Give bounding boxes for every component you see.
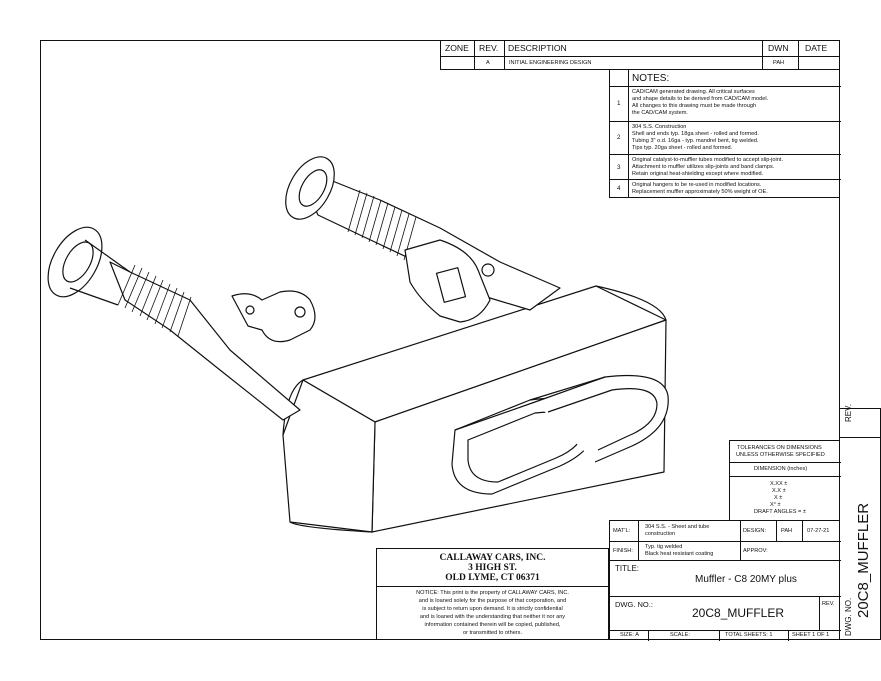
notice-line: information contained therein will be co… [424,622,561,628]
approv-label: APPROV: [743,548,768,554]
title-block: MAT'L: 304 S.S. - Sheet and tube constru… [609,520,841,641]
scale-label: SCALE: [670,632,690,638]
rev-row-description: INITIAL ENGINEERING DESIGN [509,60,592,66]
note-line: 304 S.S. Construction [632,124,687,130]
company-block: CALLAWAY CARS, INC. 3 HIGH ST. OLD LYME,… [376,548,609,640]
tolerance-dimension: DIMENSION (inches) [754,466,808,472]
rev-row-dwn: PAH [773,60,785,66]
notes-block: NOTES: 1 CAD/CAM generated drawing. All … [609,70,841,198]
rev-header-date: DATE [805,43,828,53]
note-line: Replacement muffler approximately 50% we… [632,189,768,195]
sheet-number: SHEET 1 OF 1 [792,632,830,638]
note-number: 1 [617,100,621,107]
revision-block: ZONE REV. DESCRIPTION DWN DATE A INITIAL… [440,40,840,70]
note-line: CAD/CAM generated drawing. All critical … [632,89,755,95]
rev-header-rev: REV. [479,43,499,53]
tolerance-title: TOLERANCES ON DIMENSIONS [737,445,822,451]
right-pipe-assembly [285,156,561,323]
note-number: 2 [617,134,621,141]
design-label: DESIGN: [743,528,767,534]
dwg-no-value: 20C8_MUFFLER [692,606,785,620]
size-label: SIZE: A [620,632,639,638]
note-number: 3 [617,164,621,171]
matl-label: MAT'L: [613,528,631,534]
tolerances-block: TOLERANCES ON DIMENSIONS UNLESS OTHERWIS… [729,440,841,520]
note-line: Shell and ends typ. 18ga sheet - rolled … [632,131,759,137]
note-line: All changes to this drawing must be made… [632,103,757,109]
finish-value: Black heat resistant coating [645,551,714,557]
rev-label: REV. [822,601,835,607]
tolerance-line: X.XX ± [770,481,788,487]
notice-line: is subject to return upon demand. It is … [422,606,563,612]
note-line: Tips typ. 20ga sheet - rolled and formed… [632,145,733,151]
company-city: OLD LYME, CT 06371 [445,573,540,583]
tolerance-line: X° ± [770,502,781,508]
notice-line: and is loaned with the understanding tha… [419,614,566,620]
total-sheets: TOTAL SHEETS: 1 [725,632,773,638]
tolerance-line: X.X ± [772,488,786,494]
notes-title: NOTES: [632,73,670,84]
exhaust-tips [451,374,669,495]
note-line: and shape details to be derived from CAD… [632,96,769,102]
note-line: Original hangers to be re-used in modifi… [632,182,762,188]
note-line: Original catalyst-to-muffler tubes modif… [632,157,783,163]
title-value: Muffler - C8 20MY plus [695,574,797,585]
left-pipe-assembly [47,226,316,421]
note-line: the CAD/CAM system. [632,110,688,116]
tolerance-line: DRAFT ANGLES = ± [754,509,806,515]
matl-value: 304 S.S. - Sheet and tube [645,524,710,530]
rev-row-rev: A [486,60,490,66]
notice-line: and is loaned solely for the purpose of … [418,598,567,604]
notice-line: or transmitted to others. [462,630,523,636]
note-line: Retain original heat-shielding except wh… [632,171,764,177]
rev-header-dwn: DWN [768,43,789,53]
title-label: TITLE: [615,564,640,573]
finish-label: FINISH: [613,548,633,554]
note-number: 4 [617,185,621,192]
company-name: CALLAWAY CARS, INC. [439,553,546,563]
design-value: PAH [781,528,793,534]
note-line: Tubing 3" o.d. 16ga - typ. mandrel bent,… [632,138,759,144]
dwg-no-label: DWG. NO.: [615,600,653,609]
note-line: Attachment to muffler utilizes slip-join… [632,164,775,170]
rev-header-description: DESCRIPTION [508,43,567,53]
tolerance-title: UNLESS OTHERWISE SPECIFIED [736,452,825,458]
finish-value: Typ. tig welded [645,544,683,550]
notice-line: NOTICE: This print is the property of CA… [416,590,569,596]
design-date: 07-27-21 [807,528,830,534]
rev-header-zone: ZONE [445,43,469,53]
matl-value: construction [645,531,676,537]
company-street: 3 HIGH ST. [468,563,517,573]
tolerance-line: X ± [774,495,783,501]
